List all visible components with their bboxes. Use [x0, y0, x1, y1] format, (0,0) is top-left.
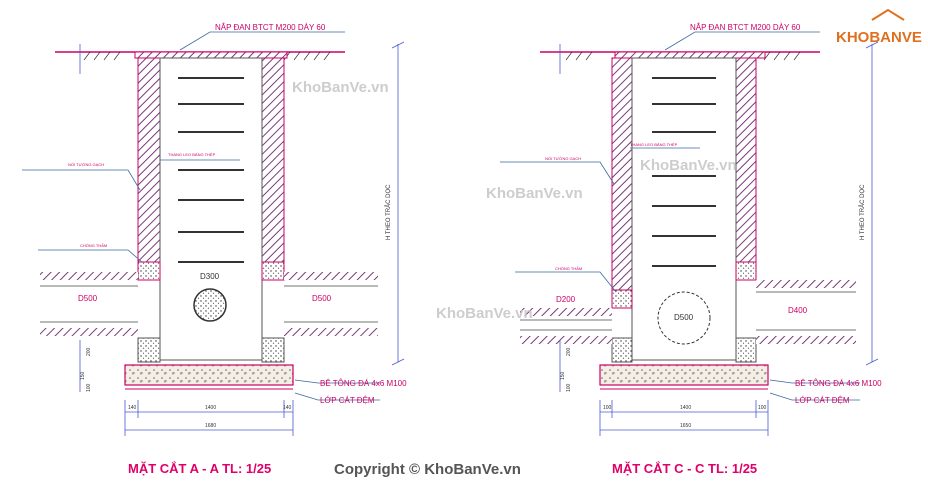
watermark: KhoBanVe.vn [486, 185, 583, 202]
ground-hatch [565, 51, 801, 61]
house-roof-icon [871, 8, 905, 21]
section-a-title: MẶT CẮT A - A TL: 1/25 [128, 461, 271, 476]
dim-v1: 200 [86, 347, 92, 356]
dim-total: 1650 [680, 423, 691, 429]
dim-v1: 200 [566, 347, 572, 356]
dimensions [79, 41, 405, 436]
cover-label: NẮP ĐAN BTCT M200 DÀY 60 [690, 23, 801, 32]
left-wall [137, 57, 161, 281]
pipe-left-label: D200 [556, 295, 576, 304]
step-irons [652, 77, 716, 267]
watermark: KhoBanVe.vn [436, 305, 533, 322]
dim-mid: 1400 [680, 405, 691, 411]
svg-text:NỐI TƯỜNG GẠCH: NỐI TƯỜNG GẠCH [545, 156, 581, 161]
pipe-inner-label: D500 [674, 313, 694, 322]
leaders [500, 31, 860, 401]
section-c-title: MẶT CẮT C - C TL: 1/25 [612, 461, 757, 476]
depth-label: H THEO TRẮC DỌC [384, 184, 392, 240]
svg-text:CHỐNG THẤM: CHỐNG THẤM [80, 243, 107, 248]
right-wall [735, 57, 757, 281]
right-wall [261, 57, 285, 281]
pipe-circle [193, 288, 227, 322]
concrete-label: BÊ TÔNG ĐÁ 4x6 M100 [320, 379, 407, 388]
dim-total: 1680 [205, 423, 216, 429]
svg-text:THANG LEO BẰNG THÉP: THANG LEO BẰNG THÉP [168, 152, 216, 157]
pipe-left-label: D500 [78, 294, 98, 303]
dim-mid: 1400 [205, 405, 216, 411]
section-a: NỐI TƯỜNG GẠCH THANG LEO BẰNG THÉP CHỐNG… [22, 23, 407, 476]
dim-v3: 100 [566, 383, 572, 392]
pipe-band [40, 272, 378, 336]
svg-text:CHỐNG THẤM: CHỐNG THẤM [555, 266, 582, 271]
pipe-band [520, 280, 856, 344]
chamber [631, 57, 737, 361]
copyright-text: Copyright © KhoBanVe.vn [334, 461, 521, 478]
sand-label: LỚP CÁT ĐỆM [320, 396, 375, 405]
step-irons [178, 77, 244, 263]
logo-text: KHOBANVE [836, 29, 922, 46]
dimensions [559, 41, 879, 436]
section-c: NỐI TƯỜNG GẠCH THANG LEO BẰNG THÉP CHỐNG… [500, 23, 882, 476]
brand-logo: KHOBANVE [836, 8, 922, 46]
leaders [22, 31, 380, 401]
left-wall [611, 57, 633, 291]
dim-right: 140 [283, 405, 292, 411]
pipe-inner-label: D300 [200, 272, 220, 281]
dim-right: 100 [758, 405, 767, 411]
dim-v2: 150 [80, 371, 86, 380]
svg-text:THANG LEO BẰNG THÉP: THANG LEO BẰNG THÉP [630, 142, 678, 147]
watermark: KhoBanVe.vn [640, 157, 737, 174]
concrete-label: BÊ TÔNG ĐÁ 4x6 M100 [795, 379, 882, 388]
concrete-base [599, 364, 769, 386]
pipe-right-label: D500 [312, 294, 332, 303]
dim-v3: 100 [86, 383, 92, 392]
cover-slab [134, 51, 288, 59]
pipe-circle [657, 291, 711, 345]
cover-slab [614, 51, 766, 59]
watermark: KhoBanVe.vn [292, 79, 389, 96]
depth-label: H THEO TRẮC DỌC [858, 184, 866, 240]
concrete-base [124, 364, 294, 386]
dim-v2: 150 [560, 371, 566, 380]
dim-left: 100 [603, 405, 612, 411]
cover-label: NẮP ĐAN BTCT M200 DÀY 60 [215, 23, 326, 32]
svg-text:NỐI TƯỜNG GẠCH: NỐI TƯỜNG GẠCH [68, 162, 104, 167]
dim-left: 140 [128, 405, 137, 411]
pipe-right-label: D400 [788, 306, 808, 315]
sand-label: LỚP CÁT ĐỆM [795, 396, 850, 405]
